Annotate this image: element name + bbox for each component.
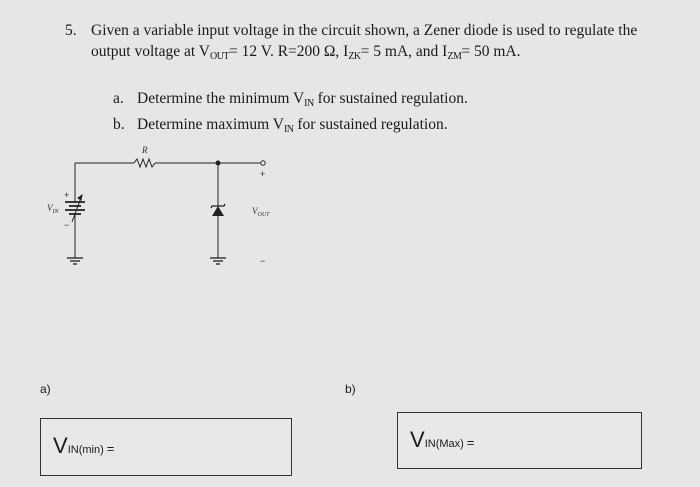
ground-icon-right — [210, 257, 226, 265]
source-label: VIN — [47, 203, 59, 215]
sub-question-a: a.Determine the minimum VIN for sustaine… — [113, 90, 468, 109]
output-plus: + — [260, 169, 265, 179]
output-voltage-label: VOUT — [252, 206, 270, 218]
ground-icon-left — [67, 257, 83, 265]
output-minus: − — [260, 256, 265, 266]
zener-diode-icon — [210, 203, 226, 216]
answer-label-b: b) — [345, 382, 356, 396]
resistor-label: R — [141, 145, 148, 155]
problem-number: 5. — [65, 22, 77, 39]
sub-question-b: b.Determine maximum VIN for sustained re… — [113, 116, 448, 135]
sub-questions: a.Determine the minimum VIN for sustaine… — [113, 88, 468, 140]
answer-box-vin-max[interactable]: VIN(Max)= — [397, 412, 642, 469]
junction-dot — [215, 160, 221, 166]
answer-box-vin-min[interactable]: VIN(min)= — [40, 418, 292, 476]
answer-label-a: a) — [40, 382, 51, 396]
source-minus: − — [64, 220, 69, 230]
resistor-icon — [133, 157, 156, 169]
zener-regulator-circuit: R VIN VOUT + − + − — [47, 145, 270, 266]
source-plus: + — [64, 190, 69, 200]
problem-stem: Given a variable input voltage in the ci… — [91, 22, 638, 62]
variable-dc-source-icon — [65, 193, 85, 223]
output-terminal-icon — [260, 160, 266, 166]
